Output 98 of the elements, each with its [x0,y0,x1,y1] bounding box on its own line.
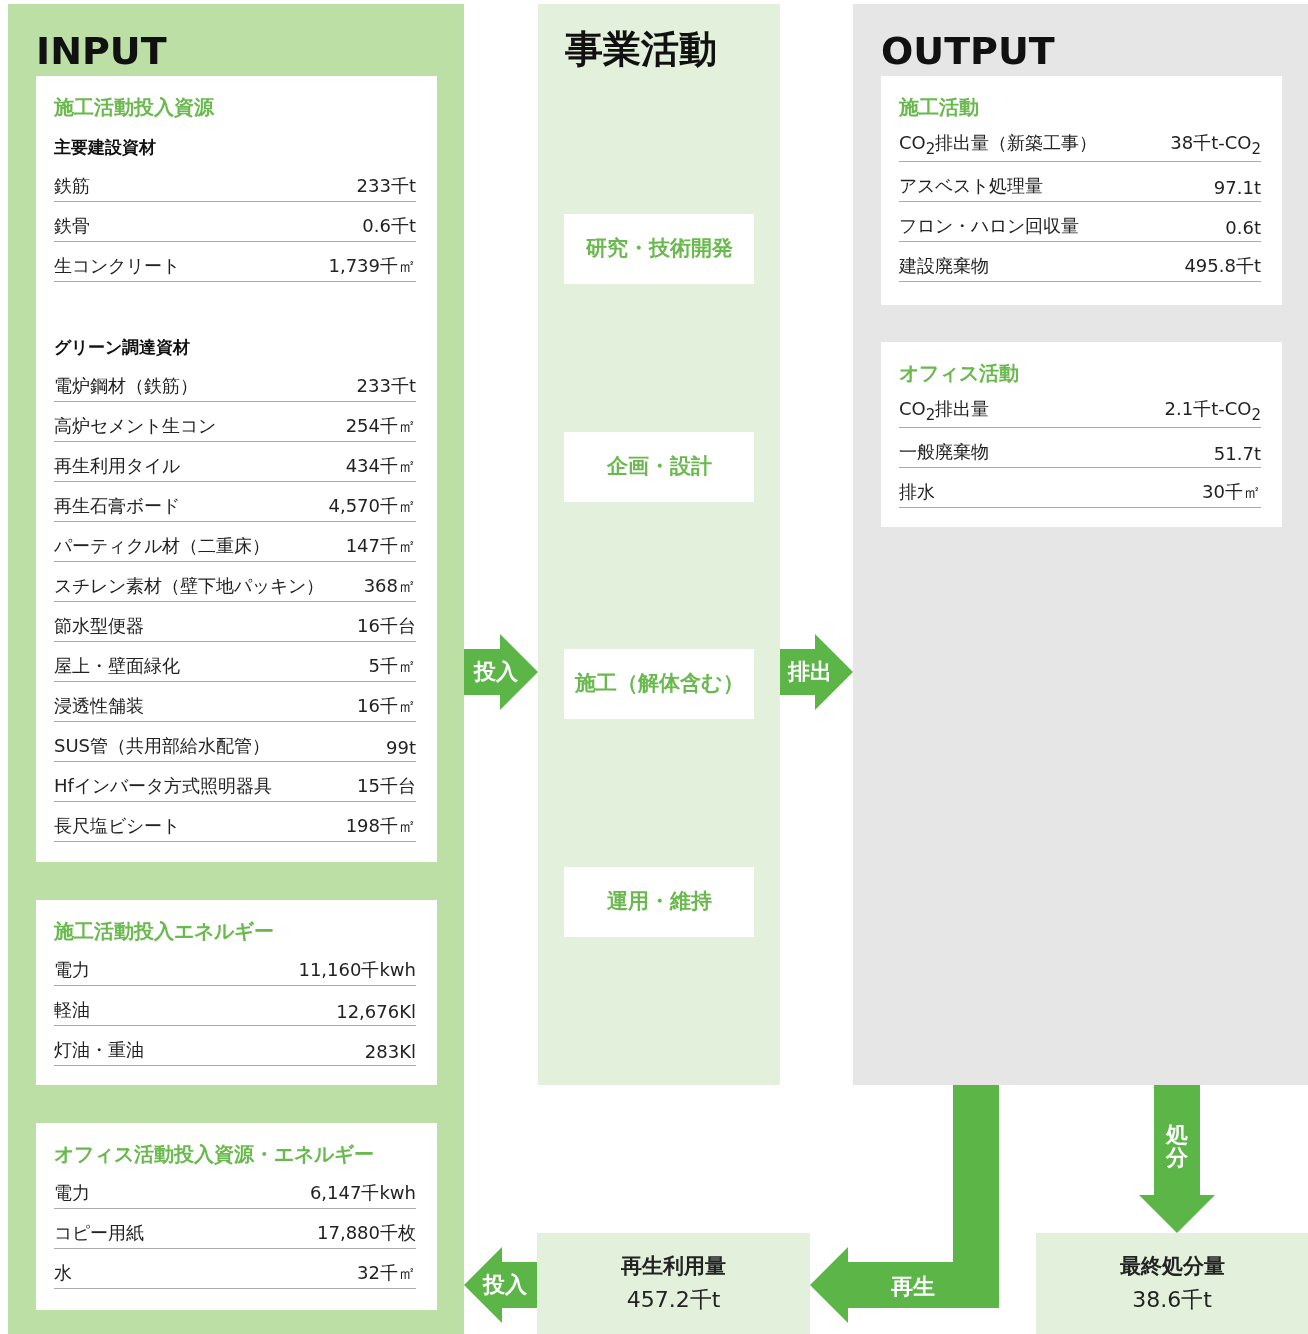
step-label: 研究・技術開発 [585,235,733,263]
result-title: 最終処分量 [1119,1253,1225,1281]
row-label: 水 [54,1261,72,1285]
row-value: 4,570千㎡ [328,494,416,518]
row-label: アスベスト処理量 [899,174,1043,198]
row-label: 建設廃棄物 [899,254,989,278]
row-label: Hfインバータ方式照明器具 [54,774,272,798]
block-arrow [780,634,853,710]
data-card [36,1123,437,1310]
row-value: 30千㎡ [1202,480,1261,504]
step-label: 施工（解体含む） [574,670,744,698]
row-value: 434千㎡ [345,454,416,478]
row-value: 0.6千t [362,214,416,238]
row-label: 電力 [54,1181,90,1205]
data-card [36,76,437,862]
row-value: 17,880千枚 [317,1221,416,1245]
data-card [881,76,1282,305]
row-label: 再生利用タイル [54,454,180,478]
row-label: 浸透性舗装 [54,694,144,718]
row-value: 147千㎡ [345,534,416,558]
row-value: 11,160千kwh [298,958,416,982]
row-label: CO$_{2}$排出量（新築工事） [899,131,1098,158]
block-arrow [464,1247,537,1323]
edge-label: 排出 [788,659,832,685]
process-box [564,432,754,502]
process-box [564,214,754,284]
card-heading: オフィス活動投入資源・エネルギー [54,1141,374,1168]
result-box [1036,1233,1308,1334]
row-value: 233千t [356,174,416,198]
row-value: 368㎡ [363,574,416,598]
result-value: 457.2千t [626,1285,721,1314]
row-value: 15千台 [357,774,416,798]
result-title: 再生利用量 [621,1253,726,1281]
step-label: 企画・設計 [606,453,712,481]
row-value: 51.7t [1213,443,1261,464]
data-card [36,900,437,1085]
edge-label: 再生 [891,1274,935,1300]
row-label: 電力 [54,958,90,982]
card-heading: 施工活動投入エネルギー [54,918,274,945]
edge-label: 投入 [483,1272,527,1298]
row-value: 1,739千㎡ [328,254,416,278]
row-label: コピー用紙 [54,1221,144,1245]
row-value: 233千t [356,374,416,398]
panel-title: OUTPUT [881,32,1055,70]
row-value: 32千㎡ [357,1261,416,1285]
row-value: 0.6t [1225,217,1261,238]
row-value: 198千㎡ [345,814,416,838]
process-box [564,649,754,719]
row-label: 鉄筋 [54,174,90,198]
row-value: 16千㎡ [357,694,416,718]
block-arrow [810,1085,999,1323]
card-heading: オフィス活動 [899,360,1019,387]
row-label: 再生石膏ボード [54,494,180,518]
block-arrow [464,634,538,710]
row-value: 97.1t [1213,177,1261,198]
edge-label: 処分 [1165,1122,1189,1170]
card-heading: 施工活動 [899,94,979,121]
row-value: 38千t-CO$_{2}$ [1170,131,1261,158]
process-box [564,867,754,937]
row-label: 高炉セメント生コン [54,414,216,438]
row-label: 屋上・壁面緑化 [54,654,180,678]
row-value: 16千台 [357,614,416,638]
card-heading: 施工活動投入資源 [54,94,214,121]
section-heading: グリーン調達資材 [54,336,190,359]
section-heading: 主要建設資材 [54,136,156,159]
row-label: CO$_{2}$排出量 [899,397,990,424]
result-value: 38.6千t [1132,1285,1212,1314]
panel [538,4,780,1085]
row-label: 長尺塩ビシート [54,814,180,838]
row-label: 電炉鋼材（鉄筋） [54,374,198,398]
edge-label: 投入 [474,659,518,685]
step-label: 運用・維持 [606,888,712,916]
row-value: 283Kl [364,1041,416,1062]
panel-title: INPUT [36,32,167,70]
panel [853,4,1308,1085]
row-label: フロン・ハロン回収量 [899,214,1079,238]
panel-title: 事業活動 [565,30,717,68]
data-card [881,342,1282,527]
row-value: 6,147千kwh [309,1181,416,1205]
panel [8,4,464,1334]
row-label: 灯油・重油 [54,1038,144,1062]
row-label: 節水型便器 [54,614,144,638]
row-value: 99t [386,737,416,758]
row-label: SUS管（共用部給水配管） [54,734,271,758]
row-value: 12,676Kl [336,1001,416,1022]
block-arrow [1139,1085,1215,1233]
row-label: 生コンクリート [54,254,180,278]
row-label: パーティクル材（二重床） [54,534,270,558]
row-label: 鉄骨 [54,214,90,238]
row-value: 2.1千t-CO$_{2}$ [1164,397,1261,424]
row-label: 軽油 [54,998,90,1022]
row-value: 5千㎡ [368,654,416,678]
result-box [537,1233,810,1334]
row-label: 一般廃棄物 [899,440,989,464]
row-label: スチレン素材（壁下地パッキン） [54,574,324,598]
row-value: 254千㎡ [345,414,416,438]
row-value: 495.8千t [1184,254,1261,278]
row-label: 排水 [899,480,935,504]
